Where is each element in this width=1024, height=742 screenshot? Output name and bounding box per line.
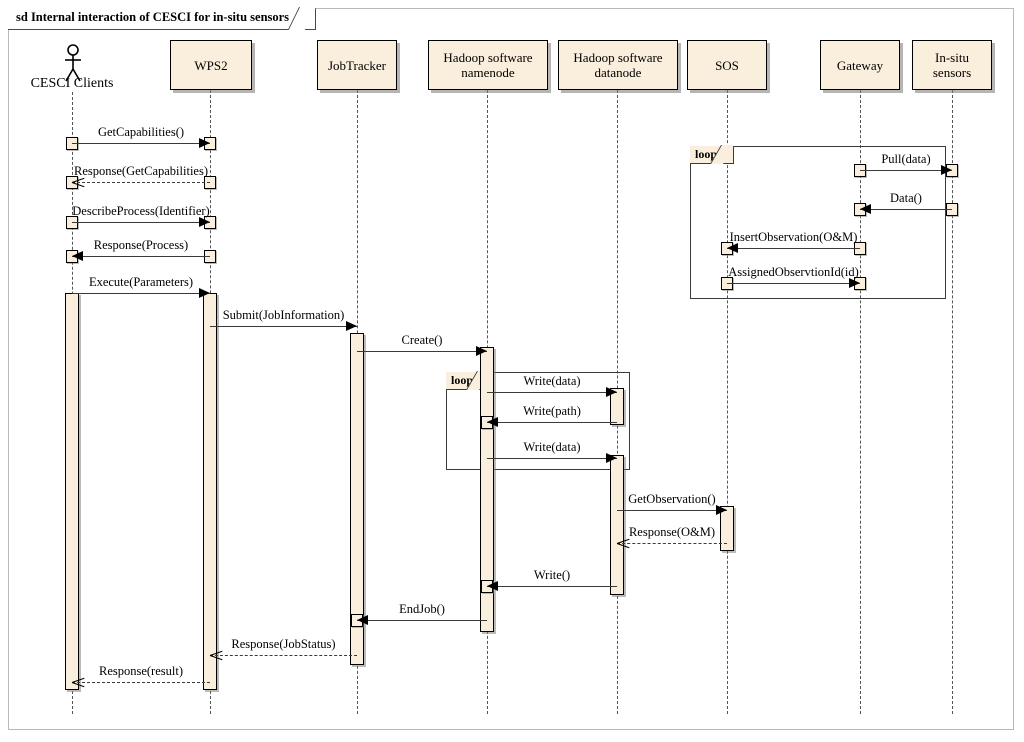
lifeline-label-wps2: WPS2 bbox=[194, 57, 228, 73]
combined-fragment-loop-sensors bbox=[690, 146, 946, 299]
message-arrowhead-insertobservation-o-m bbox=[727, 243, 738, 253]
lifeline-label-namenode: Hadoop software namenode bbox=[443, 50, 533, 80]
message-line-write-data bbox=[487, 458, 617, 459]
message-arrowhead-response-process bbox=[72, 251, 83, 261]
lifeline-head-sensors[interactable]: In-situ sensors bbox=[912, 40, 992, 90]
message-line-response-process bbox=[72, 256, 210, 257]
message-line-execute-parameters bbox=[72, 293, 210, 294]
message-line-getcapabilities bbox=[72, 143, 210, 144]
message-label-submit-jobinformation: Submit(JobInformation) bbox=[222, 308, 345, 322]
message-label-response-result: Response(result) bbox=[98, 664, 183, 678]
activation-wps2 bbox=[203, 293, 217, 690]
lifeline-head-namenode[interactable]: Hadoop software namenode bbox=[428, 40, 548, 90]
message-arrowhead-write bbox=[487, 581, 498, 591]
lifeline-label-client: CESCI Clients bbox=[30, 76, 114, 91]
message-label-response-jobstatus: Response(JobStatus) bbox=[231, 637, 336, 651]
message-arrowhead-getcapabilities bbox=[199, 138, 210, 148]
message-label-pull-data: Pull(data) bbox=[881, 152, 931, 166]
lifeline-label-datanode: Hadoop software datanode bbox=[573, 50, 663, 80]
lifeline-head-gateway[interactable]: Gateway bbox=[820, 40, 900, 90]
activation-client bbox=[65, 293, 79, 690]
message-label-write-data: Write(data) bbox=[523, 374, 581, 388]
actor-cesci-clients bbox=[62, 44, 84, 89]
fragment-operator-loop-write: loop bbox=[446, 372, 491, 390]
message-line-response-jobstatus bbox=[210, 655, 357, 656]
message-arrowhead-write-data bbox=[606, 387, 617, 397]
message-label-response-o-m: Response(O&M) bbox=[628, 525, 716, 539]
message-label-endjob: EndJob() bbox=[399, 602, 445, 616]
lifeline-gateway bbox=[860, 90, 861, 714]
message-arrowhead-write-path bbox=[487, 417, 498, 427]
message-arrowhead-submit-jobinformation bbox=[346, 321, 357, 331]
message-label-data: Data() bbox=[890, 191, 922, 205]
message-line-describeprocess-identifier bbox=[72, 222, 210, 223]
message-line-write-data bbox=[487, 392, 617, 393]
message-label-describeprocess-identifier: DescribeProcess(Identifier) bbox=[72, 204, 210, 218]
message-line-response-result bbox=[72, 682, 210, 683]
lifeline-head-datanode[interactable]: Hadoop software datanode bbox=[558, 40, 678, 90]
lifeline-label-gateway: Gateway bbox=[836, 57, 884, 73]
message-arrowhead-data bbox=[860, 204, 871, 214]
message-label-write-data: Write(data) bbox=[523, 440, 581, 454]
message-line-submit-jobinformation bbox=[210, 326, 357, 327]
message-arrowhead-write-data bbox=[606, 453, 617, 463]
message-label-insertobservation-o-m: InsertObservation(O&M) bbox=[729, 230, 858, 244]
message-line-response-getcapabilities bbox=[72, 182, 210, 183]
message-label-execute-parameters: Execute(Parameters) bbox=[88, 275, 194, 289]
message-arrowhead-pull-data bbox=[941, 165, 952, 175]
lifeline-label-sos: SOS bbox=[715, 57, 739, 73]
message-line-assignedobservtionid-id bbox=[727, 283, 860, 284]
actor-icon bbox=[65, 44, 81, 82]
lifeline-sensors bbox=[952, 90, 953, 714]
lifeline-sos bbox=[727, 90, 728, 714]
message-label-assignedobservtionid-id: AssignedObservtionId(id) bbox=[728, 265, 859, 279]
message-label-write: Write() bbox=[533, 568, 571, 582]
activation-datanode bbox=[610, 455, 624, 595]
message-line-write-path bbox=[487, 422, 617, 423]
message-line-data bbox=[860, 209, 952, 210]
message-label-response-process: Response(Process) bbox=[93, 238, 189, 252]
fragment-operator-loop-sensors: loop bbox=[690, 146, 735, 164]
message-arrowhead-assignedobservtionid-id bbox=[849, 278, 860, 288]
message-label-response-getcapabilities: Response(GetCapabilities) bbox=[74, 164, 208, 178]
message-line-write bbox=[487, 586, 617, 587]
message-line-pull-data bbox=[860, 170, 952, 171]
activation-datanode bbox=[610, 388, 624, 425]
message-line-create bbox=[357, 351, 487, 352]
sd-frame bbox=[8, 8, 1014, 730]
message-line-endjob bbox=[357, 620, 487, 621]
lifeline-label-sensors: In-situ sensors bbox=[932, 50, 972, 80]
lifeline-head-sos[interactable]: SOS bbox=[687, 40, 767, 90]
message-arrowhead-endjob bbox=[357, 615, 368, 625]
message-arrowhead-describeprocess-identifier bbox=[199, 217, 210, 227]
lifeline-head-wps2[interactable]: WPS2 bbox=[170, 40, 252, 90]
sd-frame-label: sd Internal interaction of CESCI for in-… bbox=[8, 8, 317, 30]
combined-fragment-loop-write bbox=[446, 372, 630, 470]
message-line-insertobservation-o-m bbox=[727, 248, 860, 249]
message-line-getobservation bbox=[617, 510, 727, 511]
lifeline-head-jobtracker[interactable]: JobTracker bbox=[317, 40, 397, 90]
message-label-write-path: Write(path) bbox=[523, 404, 581, 418]
activation-sos bbox=[720, 506, 734, 551]
lifeline-label-jobtracker: JobTracker bbox=[327, 57, 386, 73]
message-label-getcapabilities: GetCapabilities() bbox=[97, 125, 185, 139]
message-arrowhead-create bbox=[476, 346, 487, 356]
message-label-getobservation: GetObservation() bbox=[628, 492, 716, 506]
message-arrowhead-execute-parameters bbox=[199, 288, 210, 298]
message-line-response-o-m bbox=[617, 543, 727, 544]
message-arrowhead-getobservation bbox=[716, 505, 727, 515]
message-label-create: Create() bbox=[401, 333, 443, 347]
activation-jobtracker bbox=[350, 333, 364, 665]
